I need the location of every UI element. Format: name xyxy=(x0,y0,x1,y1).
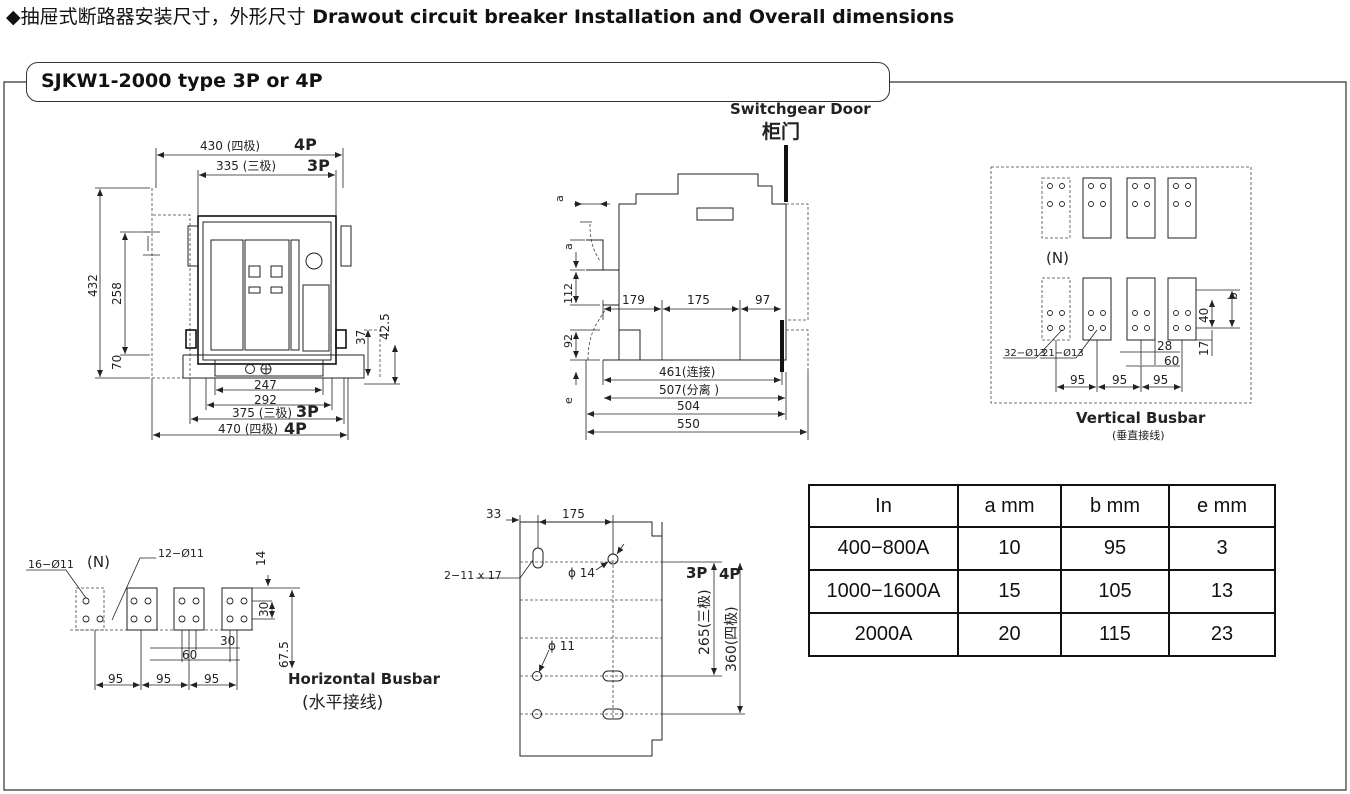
vertical-busbar-drawing xyxy=(990,166,1252,404)
horizontal-busbar-drawing xyxy=(26,557,300,690)
hbusbar-dim-30: 30 xyxy=(257,602,271,617)
table-cell: 2000A xyxy=(808,612,959,657)
mount-dim-360: 360(四极) xyxy=(724,606,740,672)
front-dim-470: 470 (四极) xyxy=(218,422,278,436)
vbusbar-dim-17: 17 xyxy=(1197,341,1211,356)
hbusbar-dim-60: 60 xyxy=(182,648,197,662)
front-dim-432: 432 xyxy=(86,274,100,297)
vbusbar-dim-b: b xyxy=(1226,292,1240,300)
horizontal-busbar-label: Horizontal Busbar xyxy=(288,670,441,688)
panel-title-tab: SJKW1-2000 type 3P or 4P xyxy=(26,62,890,102)
table-header-cell: e mm xyxy=(1168,484,1276,528)
heading-bullet: ◆ xyxy=(6,6,21,28)
front-tag-3p: 3P xyxy=(307,156,330,175)
front-dim-70: 70 xyxy=(110,355,124,370)
front-dim-247: 247 xyxy=(254,378,277,392)
mounting-plate-drawing xyxy=(476,515,745,757)
vbusbar-dim-40: 40 xyxy=(1197,308,1211,323)
side-dim-507: 507(分离 ) xyxy=(659,382,719,397)
mount-dim-265: 265(三极) xyxy=(697,589,713,655)
side-dim-97: 97 xyxy=(755,293,770,307)
mount-phi14: ϕ 14 xyxy=(568,566,595,580)
mount-tag-4p: 4P xyxy=(719,565,740,583)
table-cell: 15 xyxy=(957,569,1062,614)
table-cell: 20 xyxy=(957,612,1062,657)
switchgear-door-label: Switchgear Door xyxy=(730,100,871,118)
table-cell: 105 xyxy=(1060,569,1170,614)
vbusbar-dim-95-a: 95 xyxy=(1070,373,1085,387)
side-dim-a-top: a xyxy=(553,195,566,202)
horizontal-busbar-label-zh: (水平接线) xyxy=(302,693,383,713)
side-dim-175: 175 xyxy=(687,293,710,307)
page-heading: ◆抽屉式断路器安装尺寸，外形尺寸 Drawout circuit breaker… xyxy=(6,2,954,29)
front-tag-3p-bottom: 3P xyxy=(296,402,319,421)
front-dim-430: 430 (四极) xyxy=(200,139,260,153)
hbusbar-dim-95-b: 95 xyxy=(156,672,171,686)
panel-title: SJKW1-2000 type 3P or 4P xyxy=(41,70,323,92)
front-dim-258: 258 xyxy=(110,282,124,305)
table-header-row: In a mm b mm e mm xyxy=(808,484,1276,528)
side-dim-112: 112 xyxy=(562,283,575,304)
front-tag-4p-bottom: 4P xyxy=(284,419,307,438)
vbusbar-dim-95-b: 95 xyxy=(1112,373,1127,387)
heading-english: Drawout circuit breaker Installation and… xyxy=(312,6,955,28)
front-dim-292: 292 xyxy=(254,393,277,407)
table-row: 400−800A 10 95 3 xyxy=(808,526,1276,571)
mount-tag-3p: 3P xyxy=(686,564,707,582)
vbusbar-hole-21: 21−Ø13 xyxy=(1042,347,1084,359)
vbusbar-dim-60: 60 xyxy=(1164,354,1179,368)
mount-slot-label: 2−11 x 17 xyxy=(444,569,502,582)
vbusbar-n-mark: (N) xyxy=(1046,249,1069,267)
table-cell: 115 xyxy=(1060,612,1170,657)
mount-dim-175: 175 xyxy=(562,507,585,521)
side-dim-92: 92 xyxy=(562,334,575,348)
front-dim-375: 375 (三极) xyxy=(232,406,292,420)
table-row: 1000−1600A 15 105 13 xyxy=(808,569,1276,614)
table-cell: 23 xyxy=(1168,612,1276,657)
side-dim-504: 504 xyxy=(677,399,700,413)
table-cell: 13 xyxy=(1168,569,1276,614)
side-dim-550: 550 xyxy=(677,417,700,431)
table-cell: 1000−1600A xyxy=(808,569,959,614)
hbusbar-hole-16: 16−Ø11 xyxy=(28,558,74,571)
front-tag-4p: 4P xyxy=(294,135,317,154)
heading-chinese: 抽屉式断路器安装尺寸，外形尺寸 xyxy=(20,6,306,28)
mount-phi11: ϕ 11 xyxy=(548,639,575,653)
side-dim-179: 179 xyxy=(622,293,645,307)
panel-frame xyxy=(3,81,1347,791)
front-dim-42-5: 42.5 xyxy=(378,313,392,340)
vbusbar-dim-28: 28 xyxy=(1157,339,1172,353)
table-cell: 3 xyxy=(1168,526,1276,571)
side-dim-461: 461(连接) xyxy=(659,364,715,379)
vbusbar-hole-32: 32−Ø13 xyxy=(1004,347,1046,359)
vbusbar-dim-95-c: 95 xyxy=(1153,373,1168,387)
hbusbar-hole-12: 12−Ø11 xyxy=(158,547,204,560)
hbusbar-dim-95-c: 95 xyxy=(204,672,219,686)
side-view xyxy=(570,145,809,440)
table-cell: 10 xyxy=(957,526,1062,571)
front-view xyxy=(95,148,400,440)
table-cell: 400−800A xyxy=(808,526,959,571)
switchgear-door-label-zh: 柜门 xyxy=(762,120,800,143)
vertical-busbar-label-zh: (垂直接线) xyxy=(1112,428,1165,442)
hbusbar-dim-67-5: 67.5 xyxy=(277,641,291,668)
side-dim-a: a xyxy=(562,243,575,250)
side-dim-e: e xyxy=(562,397,575,404)
hbusbar-dim-95-a: 95 xyxy=(108,672,123,686)
hbusbar-dim-14: 14 xyxy=(254,551,268,566)
hbusbar-n-mark: (N) xyxy=(87,553,110,571)
front-dim-335: 335 (三极) xyxy=(216,159,276,173)
front-dim-37: 37 xyxy=(354,330,368,345)
table-header-cell: In xyxy=(808,484,959,528)
spec-table: In a mm b mm e mm 400−800A 10 95 3 1000−… xyxy=(808,484,1276,657)
table-header-cell: a mm xyxy=(957,484,1062,528)
table-cell: 95 xyxy=(1060,526,1170,571)
vertical-busbar-label: Vertical Busbar xyxy=(1076,409,1206,427)
mount-dim-33: 33 xyxy=(486,507,501,521)
hbusbar-dim-30-b: 30 xyxy=(220,634,235,648)
table-header-cell: b mm xyxy=(1060,484,1170,528)
table-row: 2000A 20 115 23 xyxy=(808,612,1276,657)
